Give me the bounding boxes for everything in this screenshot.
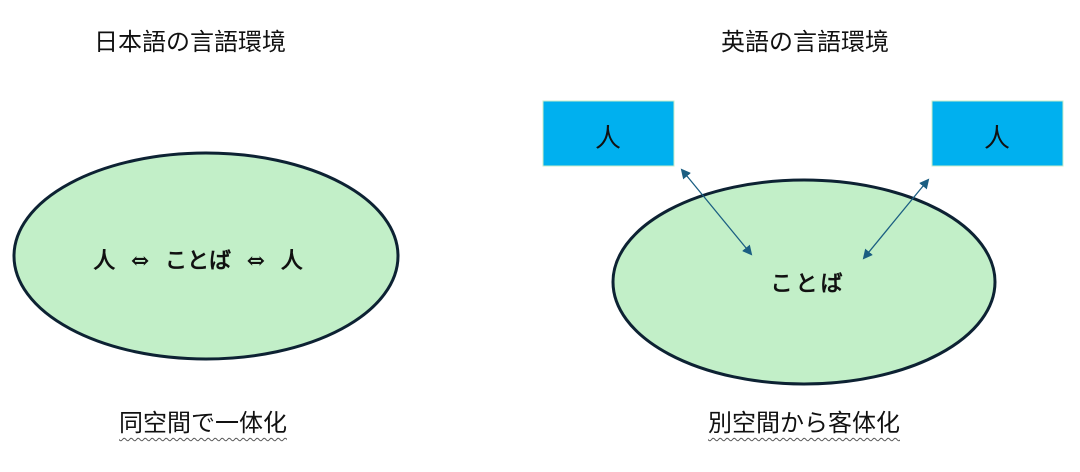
person-box-right [931, 100, 1064, 167]
left-heading: 日本語の言語環境 [94, 28, 286, 56]
person-box-left [542, 100, 675, 167]
left-ellipse-text: 人 ⇔ ことば ⇔ 人 [93, 248, 303, 274]
left-ellipse [12, 151, 400, 361]
right-heading: 英語の言語環境 [721, 28, 889, 56]
arrow-left [680, 168, 753, 256]
person-right-label: 人 [983, 124, 1011, 154]
person-left-label: 人 [594, 124, 622, 154]
left-caption: 同空間で一体化 [119, 409, 287, 437]
arrow-right [862, 178, 930, 260]
right-caption: 別空間から客体化 [708, 409, 900, 437]
right-ellipse-text: ことば [770, 271, 846, 297]
